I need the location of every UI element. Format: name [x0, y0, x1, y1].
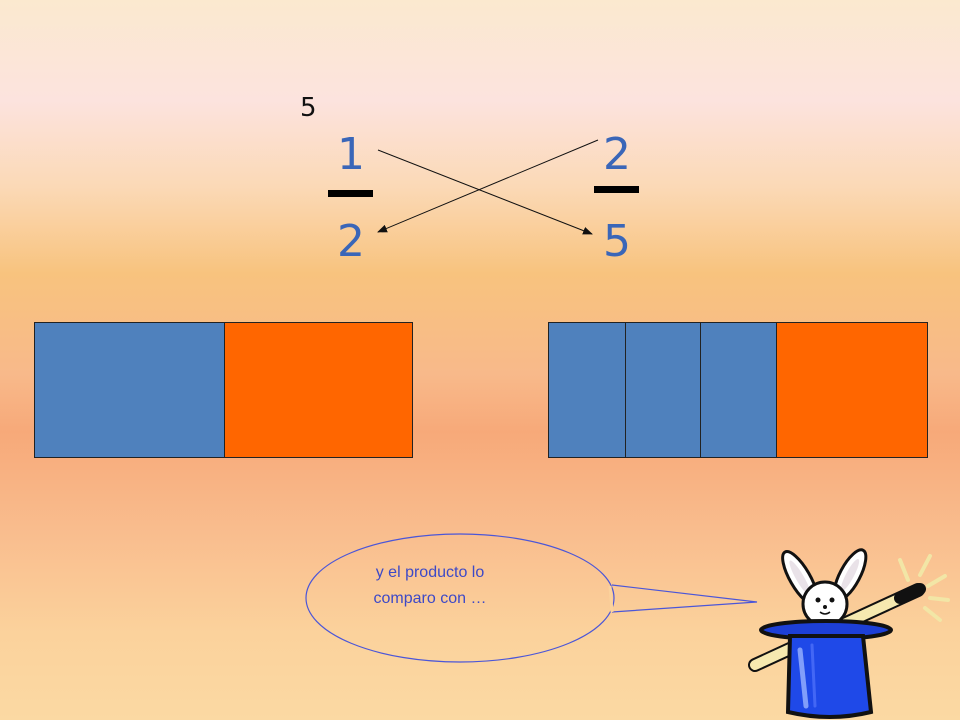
arrow-a-to-b — [377, 149, 593, 235]
strip-b-cell — [775, 323, 927, 457]
fraction-b-denominator: 5 — [603, 216, 631, 267]
arrow-b-to-a — [377, 139, 599, 233]
fraction-b-bar — [594, 186, 639, 193]
strip-one-half — [34, 322, 413, 458]
strip-two-fifths — [548, 322, 928, 458]
strip-a-cell-unshaded — [223, 323, 412, 457]
strip-b-cell — [549, 323, 625, 457]
fraction-a-numerator: 1 — [337, 129, 365, 180]
strip-a-cell-shaded — [35, 323, 224, 457]
product-note: 5 — [300, 93, 317, 123]
strip-b-cell — [624, 323, 701, 457]
speech-bubble-text: y el producto lo comparo con … — [373, 564, 487, 607]
fraction-b-numerator: 2 — [603, 129, 631, 180]
strip-b-cell — [700, 323, 776, 457]
fraction-a-bar — [328, 190, 373, 197]
fraction-a-denominator: 2 — [337, 216, 365, 267]
